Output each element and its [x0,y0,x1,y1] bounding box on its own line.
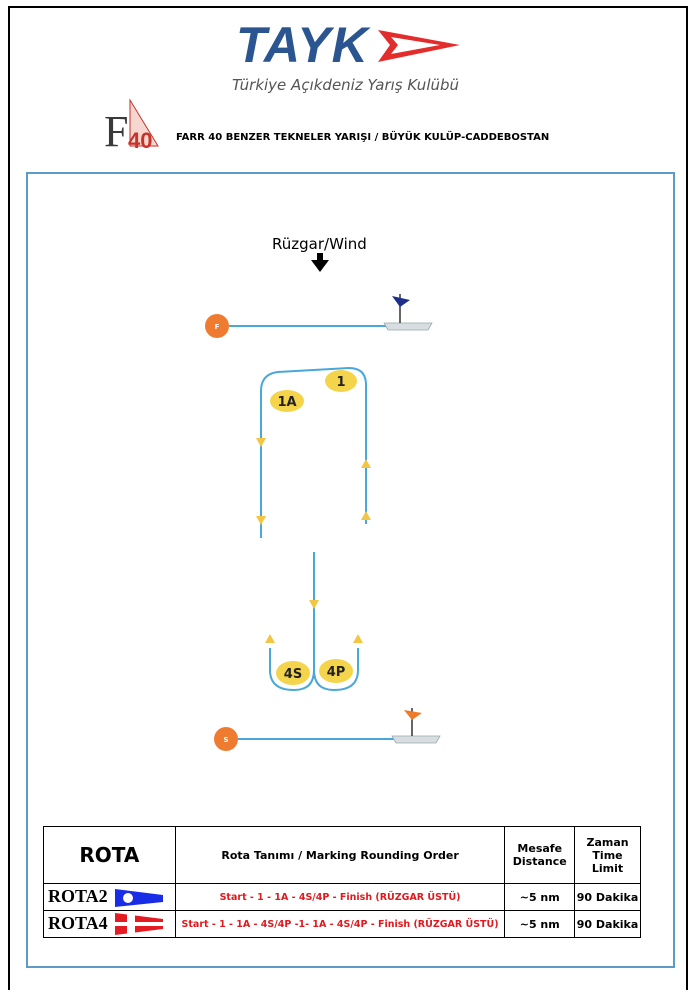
rota-name-cell: ROTA2 [43,883,176,911]
arrow-down-icon [309,600,319,609]
rota-name: ROTA4 [48,912,108,933]
page-border [8,6,688,990]
finish-boat-icon [383,294,433,331]
wind-arrow-icon [311,253,329,272]
table-row: ROTA2 Start - 1 - 1A - 4S/4P - Finish (R… [43,883,641,911]
finish-flag-icon [392,296,410,307]
f40-class-logo: F 40 [104,98,159,156]
arrow-down-icon [256,516,266,525]
header-time: Zaman Time Limit [574,826,641,884]
rota-name-cell: ROTA4 [43,910,176,938]
mark-1 [325,370,357,392]
start-flag-icon [404,710,422,720]
arrow-up-icon [265,634,275,643]
mark-4S-label: 4S [284,667,302,682]
red-white-pennant-icon [115,913,164,936]
arrow-up-icon [361,459,371,468]
tayk-logo: TAYK Türkiye Açıkdeniz Yarış Kulübü [232,17,460,94]
header-order: Rota Tanımı / Marking Rounding Order [174,826,506,884]
finish-label: F [215,323,220,331]
rota-time: 90 Dakika [574,910,641,938]
course-table: ROTA Rota Tanımı / Marking Rounding Orde… [43,826,641,938]
rota-name: ROTA2 [48,886,108,907]
mark-1A [270,390,304,412]
event-title: FARR 40 BENZER TEKNELER YARIŞI / BÜYÜK K… [176,132,550,143]
brand-name: TAYK [236,17,372,73]
svg-text:40: 40 [128,128,152,153]
header-distance: Mesafe Distance [504,826,576,884]
mark-4S [276,661,310,685]
course-gate-starboard [313,552,359,692]
rota-distance: ~5 nm [504,910,576,938]
blue-pennant-icon [115,888,164,907]
brand-subtitle: Türkiye Açıkdeniz Yarış Kulübü [232,76,459,94]
rota-distance: ~5 nm [504,883,576,911]
start-label: S [223,736,228,744]
table-row: ROTA4 Start - 1 - 1A - 4S/4P -1- 1A - 4S… [43,910,641,938]
start-boat-icon [391,708,441,744]
mark-4P [319,659,353,683]
mark-1A-label: 1A [277,395,296,410]
header-rota: ROTA [43,826,176,884]
rota-order: Start - 1 - 1A - 4S/4P - Finish (RÜZGAR … [174,883,506,911]
course-gate-port [269,552,315,692]
start-mark [214,727,238,751]
tayk-arrow-icon [378,30,460,62]
arrow-up-icon [361,511,371,520]
rota-order: Start - 1 - 1A - 4S/4P -1- 1A - 4S/4P - … [174,910,506,938]
course-loop-upwind [260,366,367,538]
course-frame [26,172,675,968]
rota-time: 90 Dakika [574,883,641,911]
wind-label: Rüzgar/Wind [272,235,367,253]
mark-4P-label: 4P [327,665,346,680]
table-header-row: ROTA Rota Tanımı / Marking Rounding Orde… [43,826,641,884]
mark-1-label: 1 [336,375,345,390]
arrow-up-icon [353,634,363,643]
finish-mark [205,314,229,338]
svg-text:F: F [104,107,128,156]
arrow-down-icon [256,438,266,447]
